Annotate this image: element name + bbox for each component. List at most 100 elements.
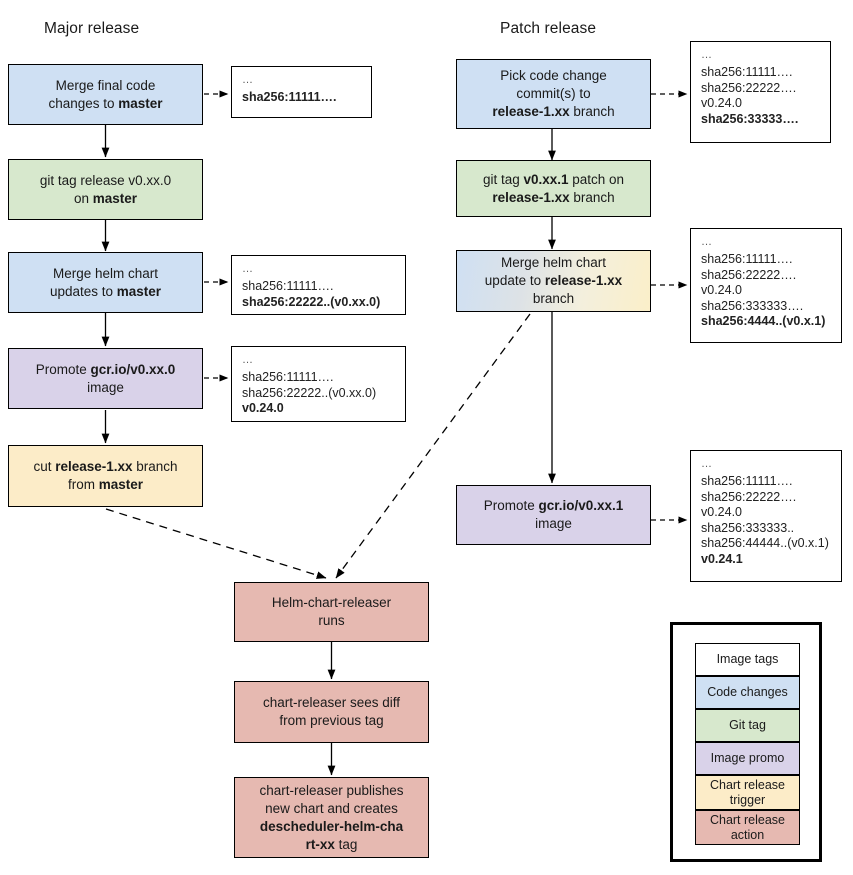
legend-label: Code changes [707, 685, 788, 699]
node-line-3-bold: release-1.xx [492, 104, 570, 119]
node-line-2-bold: master [98, 477, 144, 492]
node-chart-releaser-sees-diff[interactable]: chart-releaser sees diff from previous t… [234, 681, 429, 743]
tag-line: sha256:11111…. [701, 474, 793, 488]
node-line-3-bold: descheduler-helm-cha [259, 818, 404, 834]
node-line-2-bold: master [118, 95, 163, 111]
node-merge-helm-chart[interactable]: Merge helm chart updates to master [8, 252, 203, 313]
legend-label: Chart release trigger [709, 777, 786, 807]
node-promote-patch-image[interactable]: Promote gcr.io/v0.xx.1 image [456, 485, 651, 545]
legend-label: Image tags [716, 652, 779, 666]
column-title-major: Major release [44, 20, 140, 37]
tag-line: sha256:22222…. [701, 489, 797, 504]
tagbox-after-merge-helm-chart: … sha256:11111…. sha256:22222..(v0.xx.0) [231, 255, 406, 315]
node-line-1: chart-releaser publishes [259, 782, 404, 798]
legend-item-image-tags: Image tags [695, 643, 800, 676]
node-line-2-bold: release-1.xx [492, 189, 570, 205]
tag-line: sha256:22222…. [701, 267, 797, 282]
tag-line: sha256:22222..(v0.xx.0) [242, 294, 381, 309]
node-line-2-bold: master [116, 283, 162, 299]
node-line-2-pre: update to [484, 273, 545, 288]
node-line-2-bold: release-1.xx [544, 273, 623, 288]
node-line-2-bold: master [92, 190, 138, 206]
tag-line: sha256:11111…. [242, 279, 334, 293]
node-merge-final-code[interactable]: Merge final code changes to master [8, 64, 203, 125]
node-line-1-bold: v0.xx.1 [523, 171, 569, 187]
node-git-tag-release[interactable]: git tag release v0.xx.0 on master [8, 159, 203, 220]
node-line-1-pre: cut [33, 459, 56, 474]
tagbox-after-merge-helm-update: … sha256:11111…. sha256:22222…. v0.24.0 … [690, 228, 842, 343]
node-cut-release-branch[interactable]: cut release-1.xx branch from master [8, 445, 203, 507]
tag-line: sha256:44444..(v0.x.1) [701, 536, 829, 550]
node-chart-releaser-publishes[interactable]: chart-releaser publishes new chart and c… [234, 777, 429, 858]
tag-line: sha256:33333…. [701, 111, 799, 126]
node-line-1-post: branch [132, 459, 178, 474]
legend-label: Git tag [729, 718, 766, 732]
node-line-1-bold: release-1.xx [55, 459, 133, 474]
node-line-2-pre: changes to [48, 95, 119, 111]
node-line-1: Pick code change [500, 68, 607, 83]
tag-line: sha256:4444..(v0.x.1) [701, 314, 826, 328]
node-promote-image[interactable]: Promote gcr.io/v0.xx.0 image [8, 348, 203, 409]
node-line-2-post: branch [569, 189, 615, 205]
tagbox-after-promote-patch-image: … sha256:11111…. sha256:22222…. v0.24.0 … [690, 450, 842, 582]
node-line-3-post: branch [569, 104, 615, 119]
node-helm-chart-releaser-runs[interactable]: Helm-chart-releaser runs [234, 582, 429, 642]
node-line-2-pre: on [73, 190, 93, 206]
node-line-1: Helm-chart-releaser [271, 595, 392, 610]
tagbox-after-pick-code-change: … sha256:11111…. sha256:22222…. v0.24.0 … [690, 41, 831, 143]
column-title-patch: Patch release [500, 20, 597, 37]
tag-line: sha256:11111…. [701, 65, 793, 79]
tag-line: … [242, 74, 255, 86]
legend-item-chart-release-action: Chart release action [695, 810, 800, 845]
node-line-1-pre: Promote [483, 498, 539, 513]
node-line-1: Merge helm chart [52, 265, 159, 281]
node-line-2-pre: from [67, 477, 99, 492]
tag-line: v0.24.0 [242, 401, 284, 415]
node-line-2: image [87, 379, 124, 395]
tag-line: … [701, 458, 714, 470]
legend-item-image-promo: Image promo [695, 742, 800, 775]
node-pick-code-change[interactable]: Pick code change commit(s) to release-1.… [456, 59, 651, 129]
legend-item-git-tag: Git tag [695, 709, 800, 742]
node-line-1-bold: gcr.io/v0.xx.0 [90, 361, 176, 377]
node-merge-helm-update[interactable]: Merge helm chart update to release-1.xx … [456, 250, 651, 312]
node-line-1-pre: Promote [35, 361, 91, 377]
node-line-1: chart-releaser sees diff [262, 695, 401, 710]
tag-line: v0.24.0 [701, 96, 743, 110]
node-git-tag-patch[interactable]: git tag v0.xx.1 patch on release-1.xx br… [456, 160, 651, 217]
tag-line: … [701, 49, 714, 61]
node-line-2: image [535, 516, 572, 531]
tagbox-after-promote-image: … sha256:11111…. sha256:22222..(v0.xx.0)… [231, 346, 406, 422]
node-line-4-post: tag [334, 836, 358, 852]
tag-line: … [242, 263, 255, 275]
node-line-4-bold: rt-xx [305, 836, 335, 852]
node-line-1-pre: git tag [482, 171, 524, 187]
node-line-3: branch [532, 291, 575, 306]
tag-line: v0.24.1 [701, 551, 743, 566]
tag-line: v0.24.0 [701, 283, 743, 297]
tag-line: sha256:333333.. [701, 520, 795, 535]
node-line-1-post: patch on [568, 171, 625, 187]
edge-dashed-cut-branch-to-releaser [105, 508, 327, 579]
tag-line: … [701, 236, 714, 248]
node-line-1: git tag release v0.xx.0 [39, 172, 172, 188]
tag-line: v0.24.0 [701, 505, 743, 519]
legend-label: Image promo [710, 751, 785, 765]
tag-line: … [242, 354, 255, 366]
node-line-2: runs [318, 613, 345, 628]
node-line-1: Merge helm chart [500, 255, 607, 270]
node-line-1-bold: gcr.io/v0.xx.1 [538, 498, 624, 513]
node-line-2: from previous tag [279, 713, 384, 728]
tag-line: sha256:22222…. [701, 80, 797, 95]
tag-line: sha256:22222..(v0.xx.0) [242, 385, 377, 400]
node-line-2: new chart and creates [265, 800, 398, 816]
node-line-2: commit(s) to [516, 86, 591, 101]
tag-line: sha256:11111…. [701, 252, 793, 266]
tagbox-after-merge-final-code: … sha256:11111…. [231, 66, 372, 118]
node-line-1: Merge final code [55, 77, 156, 93]
tag-line: sha256:11111…. [242, 90, 337, 104]
tag-line: sha256:333333…. [701, 298, 804, 313]
legend: Image tags Code changes Git tag Image pr… [670, 622, 822, 862]
legend-label: Chart release action [709, 812, 786, 842]
